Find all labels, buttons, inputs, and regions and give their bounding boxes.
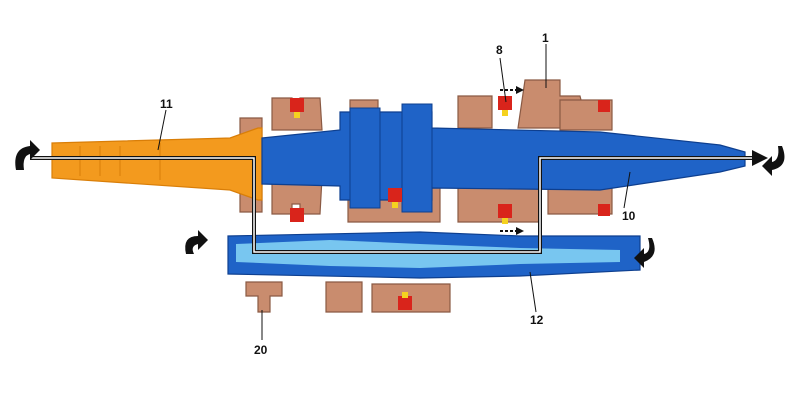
dashed-shift-arrow-icon <box>500 86 524 94</box>
callout-leaders <box>157 44 631 340</box>
callout-8: 8 <box>496 43 503 57</box>
callout-12: 12 <box>530 313 544 327</box>
curved-rotation-arrow-icon <box>15 140 40 170</box>
countershaft-12 <box>227 231 641 279</box>
shift-arrows <box>500 86 524 235</box>
main-shaft-10 <box>261 103 746 213</box>
countershaft-gear-a <box>325 281 363 313</box>
callout-1: 1 <box>542 31 549 45</box>
callout-20: 20 <box>254 343 268 357</box>
rotation-arrows <box>15 140 785 268</box>
power-flow-path <box>30 150 768 254</box>
dashed-shift-arrow-icon <box>500 227 524 235</box>
power-flow-arrow-icon <box>752 150 768 166</box>
gear-upper-right <box>457 95 493 129</box>
countershaft-gear-20 <box>245 281 283 313</box>
curved-rotation-arrow-icon <box>634 238 655 268</box>
gear-lower-left <box>271 177 323 215</box>
callout-labels: 11 8 1 10 12 20 <box>160 31 636 357</box>
curved-rotation-arrow-icon <box>185 230 208 254</box>
synchronizers <box>290 96 610 310</box>
callout-11: 11 <box>160 97 173 111</box>
callout-10: 10 <box>622 209 636 223</box>
curved-rotation-arrow-icon <box>762 146 785 176</box>
input-shaft-11 <box>51 127 263 201</box>
